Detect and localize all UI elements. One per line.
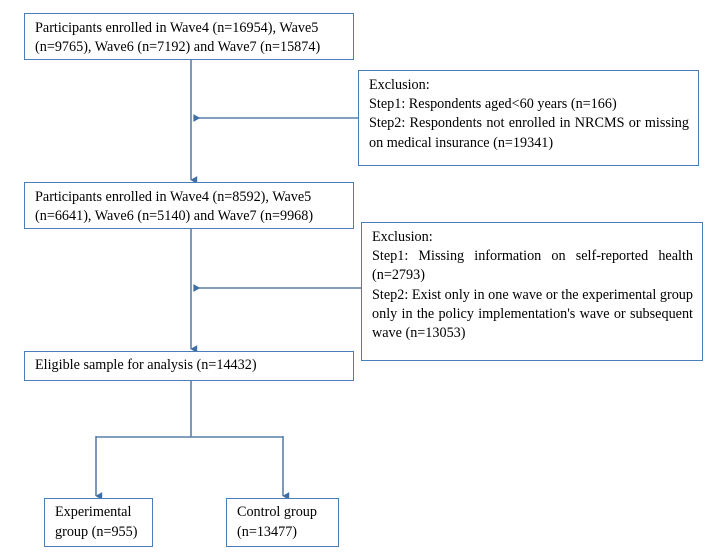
node-text-line: Step1: Respondents aged<60 years (n=166) — [369, 96, 617, 113]
node-participants-enrolled-aged60: Participants enrolled in Wave4 (n=8592),… — [24, 182, 354, 229]
node-text-line: Eligible sample for analysis (n=14432) — [35, 357, 257, 374]
node-text-line: (n=6641), Wave6 (n=5140) and Wave7 (n=99… — [35, 208, 314, 225]
node-exclusion-step1: Exclusion: Step1: Respondents aged<60 ye… — [358, 70, 699, 166]
node-experimental-group: Experimental group (n=955) — [44, 498, 153, 547]
node-participants-enrolled-all: Participants enrolled in Wave4 (n=16954)… — [24, 13, 354, 60]
node-text-line: Step2: Respondents not enrolled in NRCMS… — [369, 115, 689, 151]
node-text-line: Participants enrolled in Wave4 (n=16954)… — [35, 20, 319, 36]
node-control-group: Control group (n=13477) — [226, 498, 339, 547]
node-text-line: (n=13477) — [237, 523, 298, 540]
node-text-line: Step2: Exist only in one wave or the exp… — [372, 286, 693, 341]
node-text-line: Participants enrolled in Wave4 (n=8592),… — [35, 189, 312, 205]
node-text-line: group (n=955) — [55, 523, 138, 540]
node-text-line: Experimental — [55, 504, 132, 521]
node-text-line: Exclusion: — [372, 229, 433, 245]
node-text-line: (n=9765), Wave6 (n=7192) and Wave7 (n=15… — [35, 39, 321, 56]
node-text-line: Control group — [237, 504, 317, 521]
node-text-line: Exclusion: — [369, 77, 430, 93]
node-text-line: Step1: Missing information on self-repor… — [372, 248, 693, 284]
node-exclusion-step2: Exclusion: Step1: Missing information on… — [361, 222, 703, 361]
node-eligible-sample: Eligible sample for analysis (n=14432) — [24, 351, 354, 381]
